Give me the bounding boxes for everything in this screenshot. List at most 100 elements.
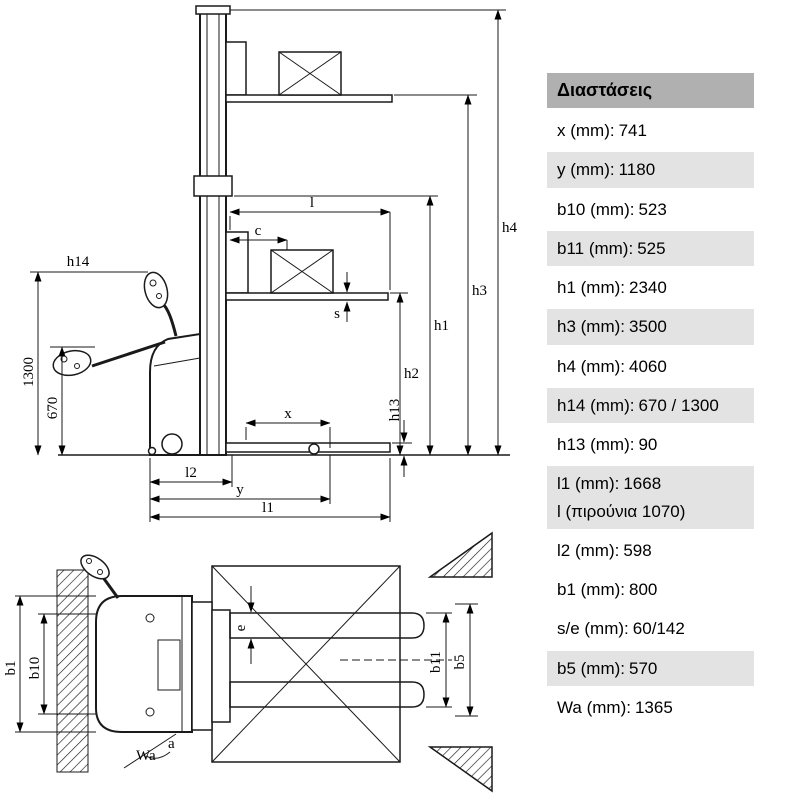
dim-label-b5: b5 [452, 655, 468, 670]
row-sublabel: l (πιρούνια 1070) [557, 501, 686, 521]
tiller-lowered [52, 340, 166, 377]
dimension-b5: b5 [452, 603, 478, 717]
dimension-b1: b1 [3, 595, 96, 733]
row-value: 60/142 [632, 619, 685, 639]
row-value: 3500 [629, 317, 667, 337]
truck-body-top [95, 595, 193, 733]
tiller-top-view [80, 554, 120, 599]
row-label: h4 (mm): [557, 356, 625, 376]
wall-hatch [56, 569, 89, 773]
dim-label-b10: b10 [27, 657, 43, 680]
row-label: b11 (mm): [557, 238, 634, 258]
row-label: y (mm): [557, 160, 615, 180]
row-label: h1 (mm): [557, 278, 625, 297]
row-label: h14 (mm): [557, 395, 635, 415]
dim-label-l2: l2 [185, 465, 197, 481]
dimension-l2: l2 [149, 455, 233, 522]
aisle-corner-bottom [427, 746, 493, 793]
table-row: Wa (mm):1365 [547, 689, 754, 725]
table-header: Διαστάσεις [547, 73, 754, 108]
dim-label-h3: h3 [472, 283, 487, 299]
fork-carriage-top [191, 601, 231, 731]
tiller-raised [143, 271, 178, 337]
row-label: x (mm): [557, 121, 615, 140]
table-row: x (mm):741 [547, 113, 754, 149]
row-value: 670 / 1300 [638, 395, 719, 415]
dim-label-wa: Wa [136, 748, 156, 764]
row-value: 1180 [618, 160, 656, 180]
table-row: l2 (mm):598 [547, 532, 754, 568]
row-value: 2340 [629, 278, 667, 297]
table-row: y (mm):1180 [547, 152, 754, 188]
row-value: 741 [618, 121, 647, 140]
load-box-middle [270, 249, 334, 294]
dim-label-h13: h13 [387, 399, 403, 422]
table-row: l1 (mm):1668 l (πιρούνια 1070) [547, 466, 754, 529]
dimension-e: e [233, 586, 255, 664]
table-row: h13 (mm):90 [547, 427, 754, 463]
lowered-fork [225, 442, 391, 455]
pallet-top [211, 565, 401, 763]
dim-label-h1: h1 [434, 318, 449, 334]
row-label: Wa (mm): [557, 697, 631, 717]
truck-body-side [147, 332, 201, 456]
dimension-b11: b11 [426, 612, 452, 708]
dim-label-h14: h14 [67, 254, 90, 270]
dimension-x: x [245, 406, 331, 448]
dimension-h4: h4 [230, 9, 518, 456]
dim-label-670: 670 [45, 397, 61, 420]
row-label: b1 (mm): [557, 580, 625, 599]
dimension-h1: h1 [234, 195, 449, 456]
row-value: 1365 [634, 697, 673, 717]
drive-wheel [161, 433, 183, 455]
table-row: h1 (mm):2340 [547, 270, 754, 306]
top-view: b1 b10 e b11 [3, 531, 493, 793]
row-label: h13 (mm): [557, 435, 635, 454]
dimension-l1: l1 [149, 458, 391, 522]
table-row: b1 (mm):800 [547, 572, 754, 608]
dimension-670: 670 [45, 346, 95, 456]
load-wheel [308, 443, 320, 455]
dimensions-panel: Διαστάσεις x (mm):741 y (mm):1180 b10 (m… [547, 73, 754, 729]
dim-label-e: e [233, 624, 249, 631]
dim-label-b11: b11 [428, 651, 444, 673]
row-value: 523 [638, 199, 667, 219]
technical-drawing: h14 1300 670 l [3, 5, 518, 793]
dim-label-x: x [284, 406, 292, 422]
dim-label-h2: h2 [404, 366, 419, 382]
row-value: 598 [623, 540, 652, 560]
table-row: h4 (mm):4060 [547, 348, 754, 384]
row-value: 4060 [629, 356, 667, 376]
dimension-y: y [149, 455, 331, 504]
dim-label-c: c [255, 223, 262, 239]
row-value: 525 [637, 238, 666, 258]
row-value: 800 [629, 580, 658, 599]
row-label: l2 (mm): [557, 540, 620, 560]
row-value: 1668 [623, 474, 662, 494]
row-label: b10 (mm): [557, 199, 635, 219]
table-row: b11 (mm):525 [547, 230, 754, 266]
row-value: 90 [638, 435, 658, 454]
forks-top [229, 612, 452, 708]
dim-label-b1: b1 [3, 661, 19, 676]
table-row: h14 (mm):670 / 1300 [547, 387, 754, 423]
dim-label-s: s [334, 306, 340, 322]
dim-label-1300: 1300 [21, 357, 37, 387]
table-row: h3 (mm):3500 [547, 309, 754, 345]
side-view: h14 1300 670 l [21, 5, 518, 522]
dimension-s: s [334, 272, 351, 322]
dim-label-l1: l1 [262, 500, 274, 516]
dimension-h14: h14 [30, 254, 148, 273]
dim-label-l: l [310, 195, 314, 211]
dimension-l: l [229, 195, 391, 290]
dimension-wa: Wa a [123, 733, 177, 769]
dimension-1300: 1300 [21, 271, 42, 456]
dimension-h3: h3 [394, 94, 487, 456]
table-row: b5 (mm):570 [547, 650, 754, 686]
row-label: b5 (mm): [557, 658, 625, 678]
row-value: 570 [629, 658, 658, 678]
table-row: b10 (mm):523 [547, 191, 754, 227]
table-row: s/e (mm):60/142 [547, 611, 754, 647]
dimension-h2: h2 [390, 292, 419, 456]
